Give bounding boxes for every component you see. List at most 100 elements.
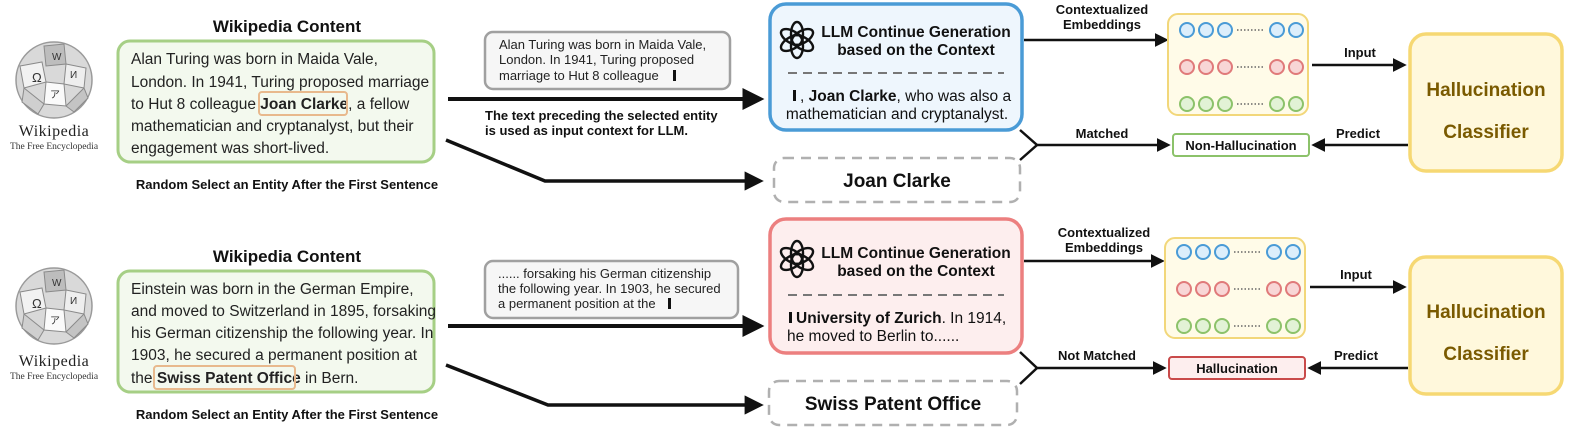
- embedding-dot: [1266, 281, 1282, 297]
- embedding-dot: [1195, 281, 1211, 297]
- embedding-dot: [1214, 318, 1230, 334]
- context-line: marriage to Hut 8 colleague: [499, 68, 659, 83]
- match-label: Not Matched: [1058, 348, 1136, 363]
- embeddings-label: Embeddings: [1063, 17, 1141, 32]
- embeddings-label: Contextualized: [1056, 2, 1149, 17]
- embedding-dot: [1269, 59, 1285, 75]
- wikipedia-wordmark: Wikipedia: [19, 123, 90, 140]
- llm-title: LLM Continue Generation: [821, 245, 1010, 262]
- embedding-dot: [1288, 59, 1304, 75]
- classifier-label: Classifier: [1443, 344, 1529, 365]
- embedding-dot: [1198, 59, 1214, 75]
- embeddings-box: [1167, 13, 1309, 116]
- entity-box-label: Swiss Patent Office: [805, 394, 981, 415]
- wikipedia-globe-icon: [15, 267, 93, 345]
- embedding-dot: [1266, 318, 1282, 334]
- top-row: Wikipedia The Free Encyclopedia Wikipedi…: [10, 2, 1564, 204]
- embedding-dot: [1195, 244, 1211, 260]
- embeddings-box: [1164, 237, 1306, 339]
- cursor-marker: [793, 90, 796, 101]
- llm-title: LLM Continue Generation: [821, 24, 1010, 41]
- llm-title: based on the Context: [837, 263, 995, 280]
- bottom-row: Wikipedia The Free Encyclopedia Wikipedi…: [10, 217, 1564, 427]
- entity-highlight: Joan Clarke: [260, 96, 348, 113]
- match-connector: [1019, 129, 1039, 161]
- content-line: and moved to Switzerland in 1895, forsak…: [131, 303, 436, 320]
- context-note: The text preceding the selected entity: [485, 108, 718, 123]
- embedding-dot: [1176, 244, 1192, 260]
- wikipedia-tagline: The Free Encyclopedia: [10, 142, 99, 152]
- content-line: 1903, he secured a permanent position at: [131, 347, 418, 364]
- classifier-label: Classifier: [1443, 122, 1529, 143]
- embedding-dot: [1266, 244, 1282, 260]
- content-line: Alan Turing was born in Maida Vale,: [131, 51, 378, 68]
- context-box: [483, 259, 740, 320]
- wikipedia-wordmark: Wikipedia: [19, 353, 90, 370]
- match-label: Matched: [1076, 126, 1129, 141]
- embeddings-label: Contextualized: [1058, 225, 1151, 240]
- content-line: his German citizenship the following yea…: [131, 325, 433, 342]
- select-caption: Random Select an Entity After the First …: [136, 177, 438, 192]
- cursor-marker: [668, 298, 671, 309]
- entity-highlight: Swiss Patent Office: [157, 370, 301, 387]
- embeddings-label: Embeddings: [1065, 240, 1143, 255]
- embedding-dot: [1179, 59, 1195, 75]
- result-label: Non-Hallucination: [1185, 138, 1296, 153]
- embedding-dot: [1217, 22, 1233, 38]
- embedding-dot: [1288, 22, 1304, 38]
- llm-title: based on the Context: [837, 42, 995, 59]
- generated-line: University of Zurich. In 1914,: [796, 310, 1006, 327]
- context-line: the following year. In 1903, he secured: [498, 281, 721, 296]
- embedding-dot: [1195, 318, 1211, 334]
- embedding-dot: [1176, 281, 1192, 297]
- embedding-dot: [1217, 59, 1233, 75]
- entity-box: [767, 379, 1019, 427]
- arrow-to-entity: [445, 138, 764, 191]
- content-line: engagement was short-lived.: [131, 140, 329, 157]
- input-label: Input: [1344, 45, 1376, 60]
- wiki-content-title: Wikipedia Content: [213, 247, 361, 266]
- wiki-content-box: [116, 269, 436, 394]
- content-line: London. In 1941, Turing proposed marriag…: [131, 74, 429, 91]
- result-label: Hallucination: [1196, 361, 1278, 376]
- embedding-dot: [1214, 244, 1230, 260]
- embedding-dot: [1198, 96, 1214, 112]
- embedding-dot: [1285, 318, 1301, 334]
- embedding-dot: [1269, 96, 1285, 112]
- cursor-marker: [673, 70, 676, 81]
- result-badge: [1172, 133, 1310, 157]
- match-connector: [1019, 351, 1039, 385]
- embedding-dot: [1285, 281, 1301, 297]
- input-label: Input: [1340, 267, 1372, 282]
- wikipedia-tagline: The Free Encyclopedia: [10, 372, 99, 382]
- content-line: to Hut 8 colleague Joan Clarke, a fellow: [131, 96, 410, 113]
- wikipedia-globe-icon: [15, 41, 93, 119]
- embedding-dot: [1288, 96, 1304, 112]
- entity-box: [772, 156, 1022, 204]
- wikipedia-logo-top: Wikipedia The Free Encyclopedia: [10, 41, 99, 152]
- embedding-dot: [1179, 96, 1195, 112]
- classifier-box: [1408, 32, 1564, 173]
- predict-label: Predict: [1336, 126, 1381, 141]
- result-badge: [1168, 356, 1306, 380]
- cursor-marker: [789, 312, 792, 323]
- llm-box: [768, 2, 1024, 132]
- embedding-dot: [1179, 22, 1195, 38]
- embedding-dot: [1269, 22, 1285, 38]
- content-line: mathematician and cryptanalyst, but thei…: [131, 118, 414, 135]
- generated-line: , Joan Clarke, who was also a: [800, 88, 1011, 105]
- embedding-dot: [1198, 22, 1214, 38]
- context-box: [483, 30, 732, 91]
- embedding-dots: [1179, 22, 1304, 112]
- generated-line: mathematician and cryptanalyst.: [786, 106, 1008, 123]
- wikipedia-logo-bottom: Wikipedia The Free Encyclopedia: [10, 267, 99, 382]
- select-caption: Random Select an Entity After the First …: [136, 407, 438, 422]
- embedding-dot: [1176, 318, 1192, 334]
- embedding-dot: [1214, 281, 1230, 297]
- context-line: ...... forsaking his German citizenship: [498, 266, 711, 281]
- context-note: is used as input context for LLM.: [485, 123, 688, 138]
- embedding-dots: [1176, 244, 1301, 334]
- wiki-content-box: [116, 39, 436, 164]
- classifier-label: Hallucination: [1426, 80, 1545, 101]
- context-line: London. In 1941, Turing proposed: [499, 52, 694, 67]
